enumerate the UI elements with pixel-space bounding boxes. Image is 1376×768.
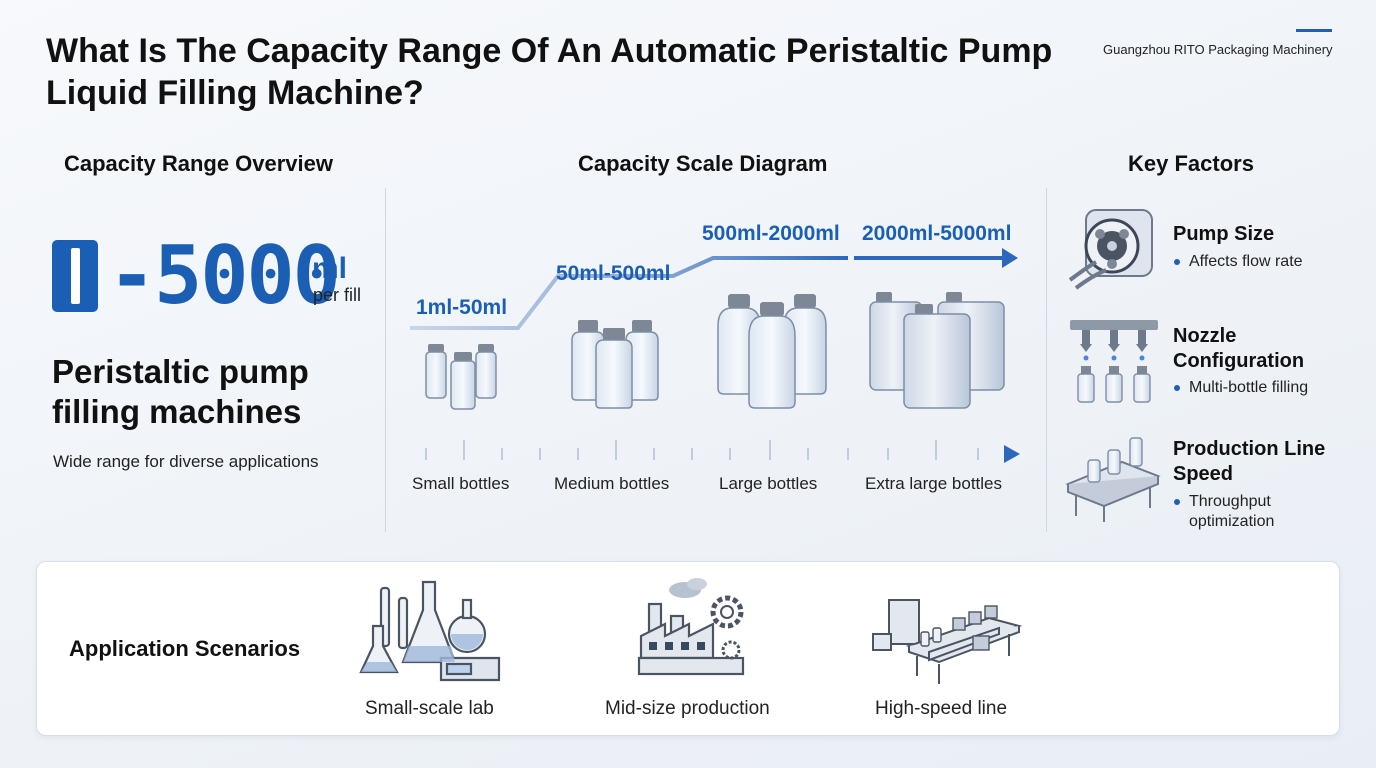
application-scenarios-panel: Application Scenarios Small-scale lab xyxy=(36,561,1340,736)
app-label-lab: Small-scale lab xyxy=(365,698,494,719)
range-label-extra-large: 2000ml-5000ml xyxy=(862,222,1012,245)
capacity-step-line xyxy=(410,256,848,330)
factor-bullet-pump-size: Affects flow rate xyxy=(1174,252,1324,272)
large-bottles-illustration xyxy=(717,294,827,409)
brand-accent-bar xyxy=(1296,29,1332,32)
factor-title-production-line-speed: Production Line Speed xyxy=(1173,438,1326,485)
peristaltic-pump-icon xyxy=(1068,209,1153,290)
factor-bullet-nozzle-configuration: Multi-bottle filling xyxy=(1174,378,1324,398)
nozzles-icon xyxy=(1070,320,1158,403)
bottle-label-large: Large bottles xyxy=(719,474,818,493)
range-label-small: 1ml-50ml xyxy=(416,296,508,319)
range-max-value: -5000 xyxy=(108,229,341,322)
divider-right xyxy=(1046,188,1047,532)
range-min-digit xyxy=(71,248,80,304)
range-label-large: 500ml-2000ml xyxy=(702,222,840,245)
axis-ticks xyxy=(425,440,979,460)
brand-name: Guangzhou RITO Packaging Machinery xyxy=(1103,42,1333,57)
page-title: What Is The Capacity Range Of An Automat… xyxy=(46,32,1053,112)
factor-bullet-production-line-speed: Throughput optimization xyxy=(1174,492,1324,532)
range-label-medium: 50ml-500ml xyxy=(556,262,671,285)
divider-left xyxy=(385,188,386,532)
factor-title-nozzle-configuration: Nozzle Configuration xyxy=(1173,325,1305,372)
app-label-mid-production: Mid-size production xyxy=(605,698,770,719)
factor-title-pump-size: Pump Size xyxy=(1173,223,1275,245)
bottle-size-axis-arrow xyxy=(1004,445,1020,463)
lead-subtext: Wide range for diverse applications xyxy=(53,452,319,471)
bottle-label-extra-large: Extra large bottles xyxy=(865,474,1003,493)
lab-flasks-icon xyxy=(359,580,501,682)
factory-icon xyxy=(637,578,745,676)
range-per-fill: per fill xyxy=(313,285,362,305)
capacity-arrow-head xyxy=(1002,248,1018,268)
production-line-icon xyxy=(872,599,1023,684)
application-scenarios-heading: Application Scenarios xyxy=(69,636,301,661)
diagram-heading: Capacity Scale Diagram xyxy=(578,151,828,176)
app-label-high-speed: High-speed line xyxy=(875,698,1008,719)
factors-heading: Key Factors xyxy=(1128,151,1254,176)
range-unit: ml xyxy=(312,252,348,285)
bottle-label-medium: Medium bottles xyxy=(554,474,670,493)
bottle-label-small: Small bottles xyxy=(412,474,510,493)
medium-bottles-illustration xyxy=(571,320,659,409)
capacity-scale-diagram xyxy=(410,248,1020,463)
overview-heading: Capacity Range Overview xyxy=(64,151,334,176)
small-bottles-illustration xyxy=(425,344,497,410)
lead-text: Peristaltic pump filling machines xyxy=(52,353,309,430)
conveyor-icon xyxy=(1065,437,1161,522)
range-min-box: 1 xyxy=(52,240,98,312)
extra-large-bottles-illustration xyxy=(869,292,1005,409)
